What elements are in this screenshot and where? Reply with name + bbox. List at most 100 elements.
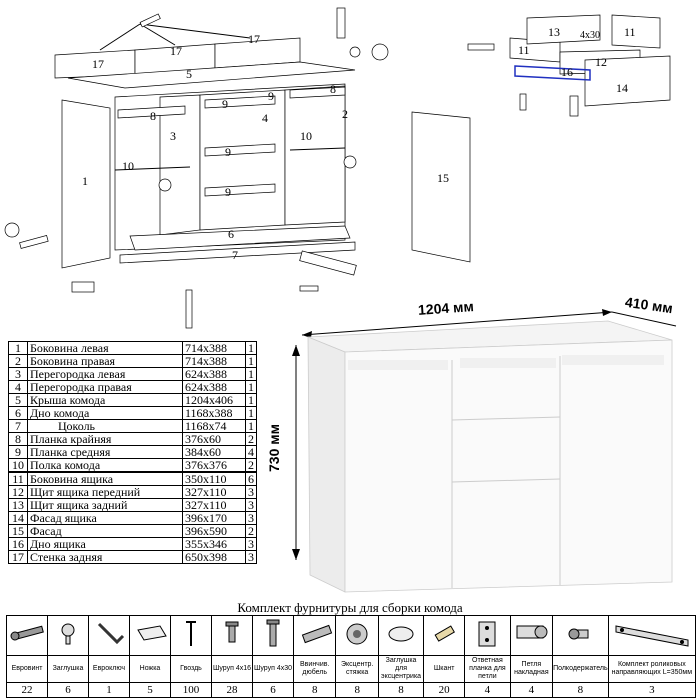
parts-cell-size: 624x388 [182,380,246,394]
hardware-count: 4 [464,682,511,698]
parts-cell-n: 3 [8,367,28,381]
hardware-label: Полкодержатель [552,655,609,683]
furniture-leg-icon [137,625,167,641]
hardware-count: 8 [552,682,609,698]
parts-cell-n: 6 [8,406,28,420]
hardware-label: Ответная планка для петли [464,655,511,683]
hardware-count: 20 [423,682,466,698]
hardware-icon-cell [607,615,697,656]
fastener-sketches [4,7,389,329]
label-strip-right: 8 [330,82,336,96]
parts-cell-size: 624x388 [182,367,246,381]
drawer-slide-icon [615,625,689,647]
parts-cell-size: 714x388 [182,341,246,355]
hardware-label: Эксцентр. стяжка [335,655,379,683]
label-back-2: 17 [170,44,182,58]
parts-cell-name: Дно ящика [27,537,183,551]
cabinet [307,320,673,593]
assembly-diagram: 17 17 17 5 8 8 9 9 9 9 3 4 2 10 10 6 7 [4,7,671,329]
parts-cell-size: 1168x388 [182,406,246,420]
parts-cell-qty: 1 [245,406,257,420]
parts-cell-n: 15 [8,524,28,538]
hardware-icon-cell [170,615,212,656]
parts-cell-qty: 2 [245,458,257,473]
confirmat-screw-icon [10,625,44,641]
hex-key-icon [97,622,125,645]
parts-cell-name: Щит ящика задний [27,498,183,512]
shelf-pin-icon [568,628,589,640]
back-panels: 17 17 17 [54,23,301,79]
hardware-label: Комплект роликовых направляющих L=350мм [607,655,697,683]
parts-cell-name: Фасад ящика [27,511,183,525]
hardware-count: 8 [377,682,425,698]
label-side-right: 2 [342,107,348,121]
parts-cell-qty: 3 [245,537,257,551]
screw-4x30-icon [266,619,280,647]
parts-cell-size: 1168x74 [182,419,246,433]
hardware-icon-cell [464,615,511,656]
label-roof: 5 [186,67,192,81]
parts-cell-size: 327x110 [182,498,246,512]
parts-cell-n: 10 [8,458,28,473]
nail-icon [186,621,196,646]
hardware-icon-cell [292,615,337,656]
hardware-count: 8 [335,682,379,698]
label-drawer-side-2: 11 [624,25,636,39]
hardware-count: 4 [509,682,554,698]
hardware-label: Заглушка [47,655,89,683]
hardware-icon-cell [252,615,294,656]
parts-cell-name: Дно комода [27,406,183,420]
parts-cell-n: 5 [8,393,28,407]
hardware-count: 28 [211,682,253,698]
parts-cell-name: Перегородка левая [27,367,183,381]
parts-cell-qty: 3 [245,498,257,512]
label-side-left: 1 [82,174,88,188]
dimension-lines [292,309,677,560]
parts-cell-size: 350x110 [182,471,246,486]
parts-cell-name: Планка крайняя [27,432,183,446]
parts-cell-name: Боковина правая [27,354,183,368]
hardware-icon-cell [377,615,425,656]
hinge-icon [516,625,548,639]
parts-cell-qty: 2 [245,524,257,538]
parts-cell-size: 396x170 [182,511,246,525]
parts-cell-qty: 2 [245,432,257,446]
label-strip-left: 8 [150,109,156,123]
label-drawer-facade: 14 [616,81,628,95]
label-shelf-right: 10 [300,129,312,143]
hardware-label: Петля накладная [509,655,554,683]
hardware-icon-cell [509,615,554,656]
hardware-icon-cell [335,615,379,656]
label-partition-left: 3 [170,129,176,143]
hardware-label: Заглушка для эксцентрика [377,655,425,683]
parts-cell-n: 4 [8,380,28,394]
hardware-title: Комплект фурнитуры для сборки комода [237,600,463,615]
parts-cell-size: 355x346 [182,537,246,551]
label-door: 15 [437,171,449,185]
parts-cell-size: 714x388 [182,354,246,368]
parts-cell-name: Перегородка правая [27,380,183,394]
hardware-icon-cell [47,615,89,656]
parts-cell-n: 17 [8,550,28,564]
label-drawer-side-1: 11 [518,43,530,57]
label-strip-mid-4: 9 [225,185,231,199]
parts-cell-size: 396x590 [182,524,246,538]
hardware-count: 100 [170,682,212,698]
hardware-count: 1 [88,682,130,698]
parts-cell-name: Щит ящика передний [27,485,183,499]
parts-cell-qty: 4 [245,445,257,459]
parts-cell-name: Боковина левая [27,341,183,355]
parts-cell-n: 13 [8,498,28,512]
